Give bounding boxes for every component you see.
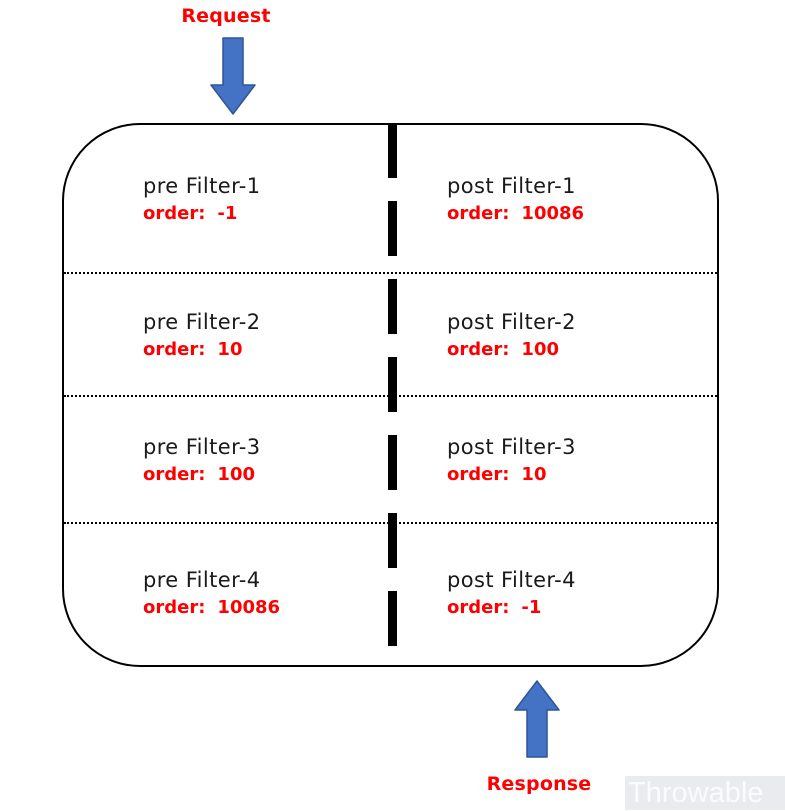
order-value: -1 [217,202,238,224]
order-label: order: [143,202,206,224]
order-value: 10 [217,338,243,360]
watermark: Throwable [625,776,785,810]
post-filter-3-order: order: 10 [447,464,717,485]
order-label: order: [447,202,510,224]
filter-row-2: pre Filter-2 order: 10 post Filter-2 orde… [64,272,717,395]
order-value: 10086 [217,596,281,618]
order-value: 100 [521,338,559,360]
response-arrow-up-icon [514,680,560,758]
pre-filter-1-cell: pre Filter-1 order: -1 [64,125,391,272]
pre-post-dashed-divider [388,123,397,668]
order-label: order: [447,463,510,485]
request-arrow-down-icon [210,37,256,115]
request-label: Request [181,5,271,27]
order-label: order: [143,463,206,485]
post-filter-2-order: order: 100 [447,339,717,360]
post-filter-1-cell: post Filter-1 order: 10086 [391,125,717,272]
post-filter-2-cell: post Filter-2 order: 100 [391,274,717,395]
post-filter-3-name: post Filter-3 [447,434,576,459]
post-filter-1-order: order: 10086 [447,203,717,224]
post-filter-4-order: order: -1 [447,597,717,618]
order-value: -1 [521,596,542,618]
pre-filter-4-order: order: 10086 [143,597,391,618]
post-filter-4-cell: post Filter-4 order: -1 [391,524,717,661]
pre-filter-1-name: pre Filter-1 [143,173,261,198]
gateway-filter-box: pre Filter-1 order: -1 post Filter-1 orde… [62,123,719,667]
pre-filter-2-cell: pre Filter-2 order: 10 [64,274,391,395]
order-value: 10 [521,463,547,485]
order-label: order: [447,596,510,618]
post-filter-3-cell: post Filter-3 order: 10 [391,397,717,522]
pre-filter-3-name: pre Filter-3 [143,434,261,459]
order-value: 10086 [521,202,585,224]
filter-row-1: pre Filter-1 order: -1 post Filter-1 orde… [64,125,717,272]
pre-filter-3-cell: pre Filter-3 order: 100 [64,397,391,522]
pre-filter-3-order: order: 100 [143,464,391,485]
order-value: 100 [217,463,255,485]
pre-filter-4-name: pre Filter-4 [143,567,261,592]
pre-filter-1-order: order: -1 [143,203,391,224]
order-label: order: [143,338,206,360]
pre-filter-2-order: order: 10 [143,339,391,360]
order-label: order: [447,338,510,360]
post-filter-1-name: post Filter-1 [447,173,576,198]
response-label: Response [486,773,592,795]
post-filter-2-name: post Filter-2 [447,309,576,334]
post-filter-4-name: post Filter-4 [447,567,576,592]
pre-filter-2-name: pre Filter-2 [143,309,261,334]
order-label: order: [143,596,206,618]
pre-filter-4-cell: pre Filter-4 order: 10086 [64,524,391,661]
